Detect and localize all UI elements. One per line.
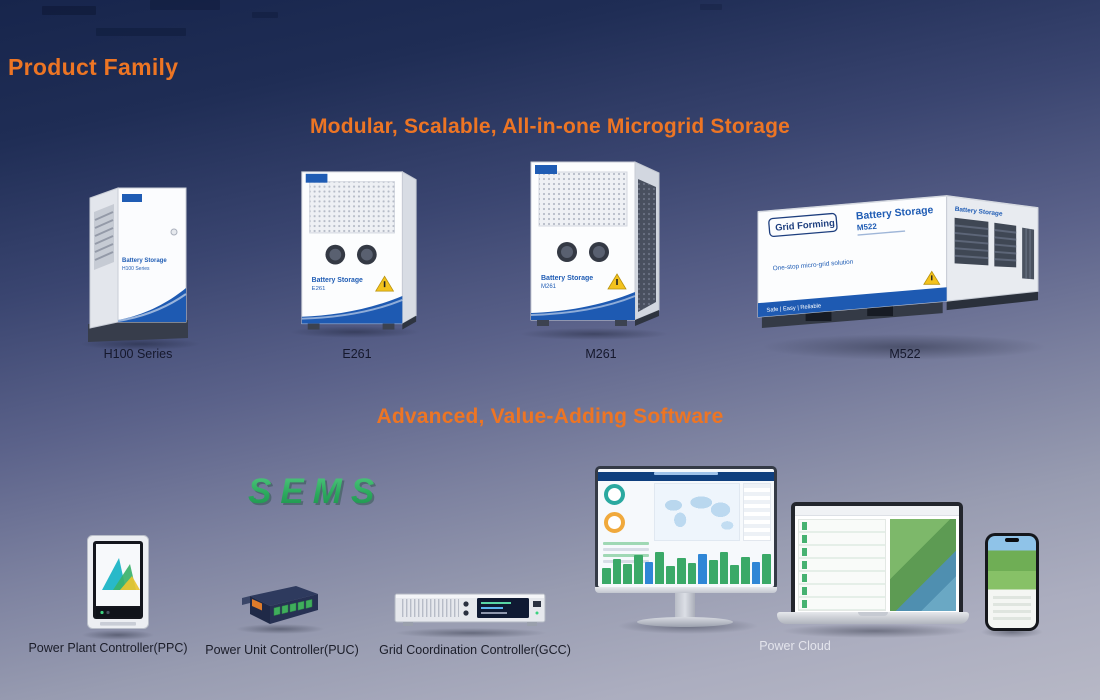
m261-panel-text: Battery Storage — [541, 275, 593, 282]
sems-logo: SEMS — [248, 472, 384, 511]
product-m522: Grid Forming Battery Storage M522 One-st… — [750, 180, 1048, 345]
artifact-mark — [700, 4, 722, 10]
device-shadow — [82, 630, 154, 640]
artifact-mark — [150, 0, 220, 10]
h100-panel-model: H100 Series — [122, 266, 150, 272]
product-h100: Battery Storage H100 Series — [76, 170, 196, 346]
controller-label-gcc: Grid Coordination Controller(GCC) — [379, 643, 571, 657]
device-puc — [238, 580, 322, 632]
puc-device-image — [242, 586, 318, 624]
product-label-m261: M261 — [585, 347, 617, 361]
device-shadow — [236, 624, 324, 634]
monitor-chin — [595, 587, 777, 593]
donut-chart-icon — [604, 512, 625, 533]
product-shadow — [762, 334, 1046, 360]
product-e261: Battery Storage E261 — [288, 160, 426, 340]
dashboard-list-panel — [743, 483, 771, 541]
laptop-dashboard-screen — [791, 502, 963, 616]
e261-brand-badge — [305, 173, 328, 183]
m261-cabinet-image: Battery Storage M261 — [530, 161, 660, 326]
power-cloud-label: Power Cloud — [759, 639, 831, 653]
e261-panel-text: Battery Storage — [312, 277, 363, 284]
device-gcc — [393, 586, 547, 632]
software-section-heading: Advanced, Value-Adding Software — [376, 405, 724, 428]
e261-panel-model: E261 — [312, 286, 326, 292]
device-shadow — [395, 628, 547, 638]
product-shadow — [520, 328, 668, 340]
h100-brand-badge — [122, 194, 142, 202]
m522-grid-forming-text: Grid Forming — [775, 217, 836, 233]
gcc-device-image — [394, 593, 546, 626]
product-label-e261: E261 — [342, 347, 372, 361]
dashboard-titlebar — [598, 472, 774, 481]
laptop-aerial-photo — [890, 519, 956, 611]
h100-cabinet-image: Battery Storage H100 Series — [88, 187, 188, 342]
controller-label-puc: Power Unit Controller(PUC) — [205, 643, 359, 657]
e261-cabinet-image: Battery Storage E261 — [301, 170, 417, 330]
m522-badges-text: Safe | Easy | Reliable — [766, 303, 821, 314]
m261-brand-badge — [535, 165, 557, 174]
laptop-base — [777, 612, 969, 624]
donut-chart-icon — [604, 484, 625, 505]
artifact-mark — [96, 28, 186, 36]
phone-screen — [988, 536, 1036, 628]
laptop-titlebar — [795, 506, 959, 516]
device-shadow — [782, 624, 968, 638]
page-title: Product Family — [8, 54, 179, 80]
m261-panel-model: M261 — [541, 284, 557, 290]
ppc-device-image — [87, 535, 149, 629]
artifact-mark — [252, 12, 278, 18]
m522-container-image: Grid Forming Battery Storage M522 One-st… — [757, 195, 1039, 328]
artifact-mark — [42, 6, 96, 15]
monitor-dashboard-screen — [595, 466, 777, 590]
product-m261: Battery Storage M261 — [517, 152, 672, 336]
dashboard-kpi-column — [602, 483, 650, 566]
power-cloud-monitor — [595, 466, 779, 628]
product-label-m522: M522 — [889, 347, 921, 361]
monitor-base — [637, 617, 733, 627]
power-cloud-phone — [985, 533, 1039, 631]
device-ppc — [86, 534, 150, 634]
dashboard-world-map — [654, 483, 740, 541]
laptop-list-panel — [798, 519, 886, 611]
dashboard-bar-chart — [602, 548, 771, 584]
monitor-stand — [675, 593, 695, 619]
h100-panel-text: Battery Storage — [122, 258, 167, 264]
product-label-h100: H100 Series — [103, 347, 173, 361]
controller-label-ppc: Power Plant Controller(PPC) — [28, 641, 188, 655]
hardware-section-heading: Modular, Scalable, All-in-one Microgrid … — [309, 115, 791, 138]
m522-model-text: M522 — [857, 222, 878, 233]
power-cloud-laptop — [777, 502, 969, 632]
